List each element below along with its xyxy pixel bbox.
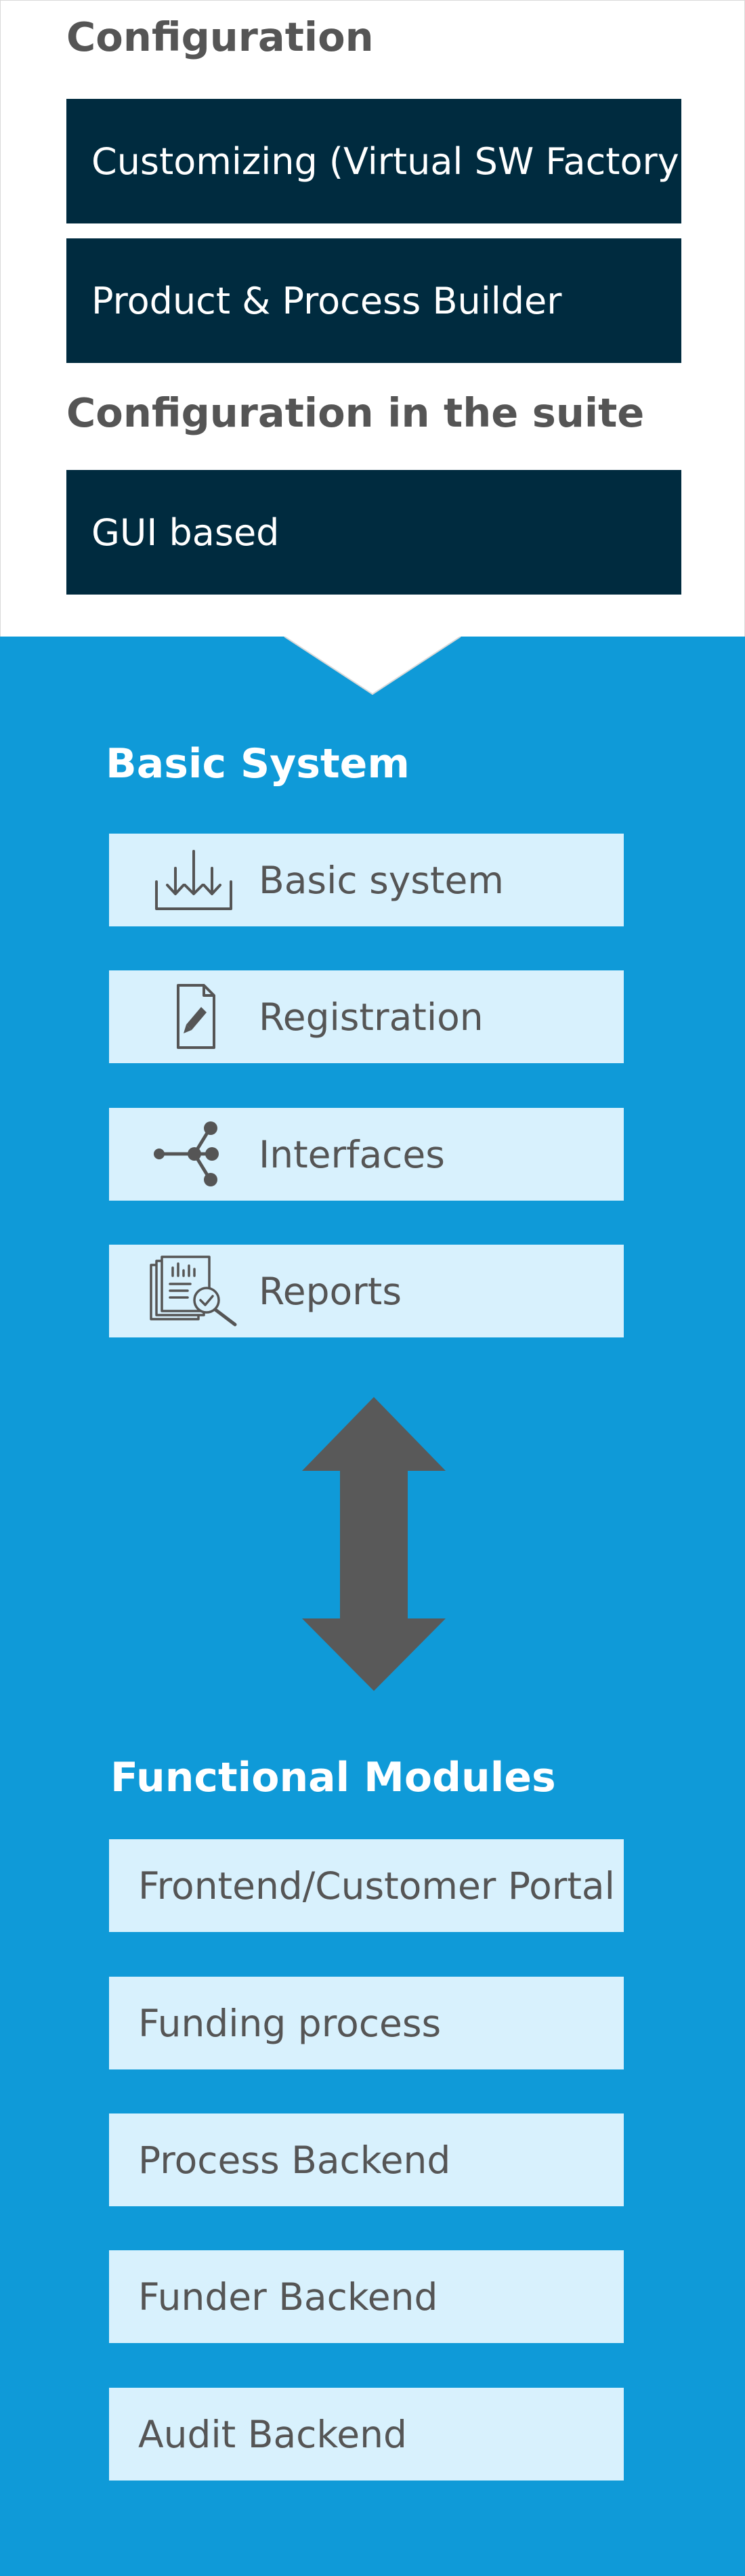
module-funder-backend: Funder Backend [109,2250,624,2343]
reports-item: Reports [109,1245,624,1337]
suite-item-gui-based: GUI based [66,470,681,595]
report-magnifier-icon [150,1255,237,1327]
module-label: Process Backend [138,2138,451,2182]
panel-pointer-notch [284,637,461,695]
bidirectional-arrow-icon [302,1397,446,1691]
interfaces-label: Interfaces [259,1132,445,1176]
module-funding-process: Funding process [109,1977,624,2069]
network-nodes-icon [154,1121,219,1186]
interfaces-item: Interfaces [109,1108,624,1201]
basic-system-label: Basic system [259,858,504,902]
module-frontend-customer-portal: Frontend/Customer Portal [109,1839,624,1932]
basic-system-item: Basic system [109,834,624,926]
document-pen-icon [177,984,215,1049]
registration-label: Registration [259,995,484,1039]
download-tray-icon [155,850,232,910]
suite-configuration-heading: Configuration in the suite [66,389,645,436]
module-label: Frontend/Customer Portal [138,1864,615,1908]
module-label: Audit Backend [138,2412,407,2456]
config-item-product-process-builder: Product & Process Builder [66,238,681,363]
reports-label: Reports [259,1269,402,1313]
basic-system-heading: Basic System [106,740,410,788]
module-process-backend: Process Backend [109,2113,624,2206]
module-label: Funding process [138,2001,442,2045]
registration-item: Registration [109,970,624,1063]
config-item-customizing: Customizing (Virtual SW Factory) [66,99,694,223]
functional-modules-heading: Functional Modules [110,1754,556,1801]
module-audit-backend: Audit Backend [109,2388,624,2481]
configuration-heading: Configuration [66,14,374,60]
module-label: Funder Backend [138,2275,438,2319]
